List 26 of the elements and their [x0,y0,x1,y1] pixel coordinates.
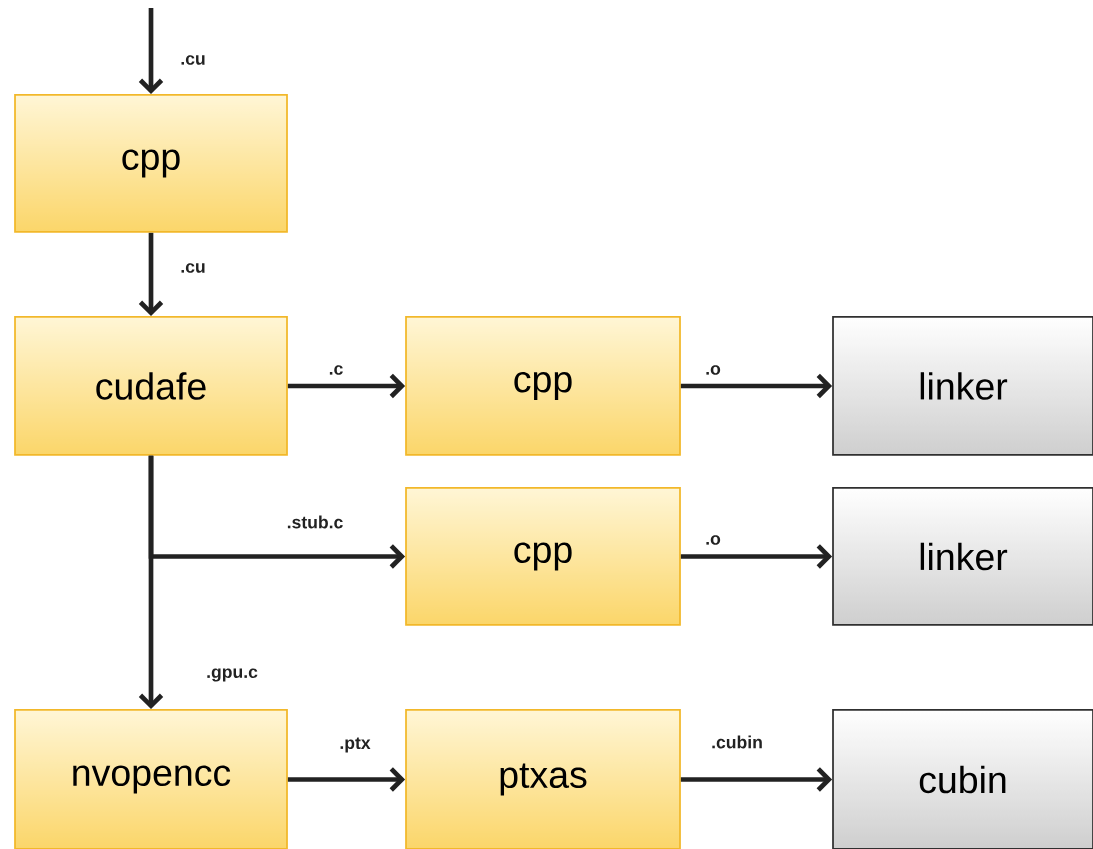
output-box: cubin [832,709,1093,849]
edge-label: .o [706,365,721,375]
process-box: cudafe [14,316,288,456]
edge-label: .cu [181,55,205,65]
arrow [138,8,164,95]
edge-label: .ptx [340,737,371,753]
arrow [138,455,164,710]
edge-label: .gpu.c [207,668,258,682]
process-box: cpp [14,94,288,233]
edge-label: .cubin [712,735,762,749]
arrow [680,544,833,569]
arrow [680,767,833,792]
arrow [287,767,406,792]
edge-label: .o [706,535,721,545]
arrow [680,373,833,399]
edge-label: .cu [181,263,205,273]
process-box: cpp [405,487,681,626]
output-box: linker [832,487,1093,626]
process-box: cpp [405,316,681,456]
process-box: ptxas [405,709,681,849]
process-box: nvopencc [14,709,288,849]
edge-label: .stub.c [287,515,343,529]
arrow [138,232,164,317]
arrow [287,373,406,399]
edge-label: .c [329,365,343,375]
output-box: linker [832,316,1093,456]
